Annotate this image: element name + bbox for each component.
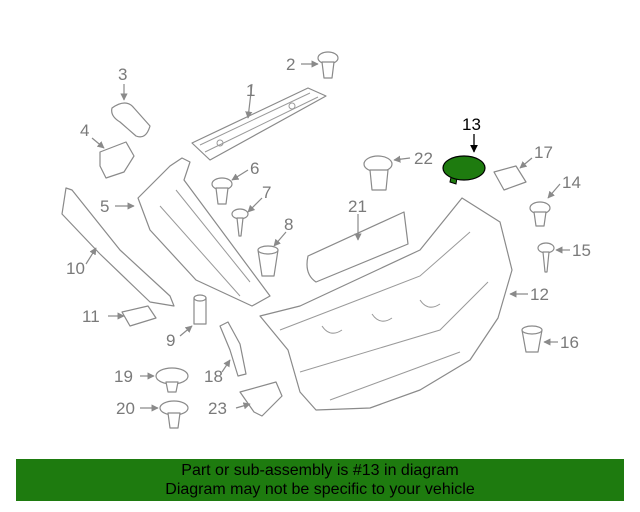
callout-17: 17 bbox=[534, 143, 553, 162]
part-16-nut bbox=[521, 325, 543, 353]
part-12-liftgate-trim-panel bbox=[259, 197, 513, 411]
part-6-grommet bbox=[211, 177, 233, 205]
callout-5: 5 bbox=[100, 197, 109, 216]
callout-2: 2 bbox=[286, 55, 295, 74]
callout-23: 23 bbox=[208, 399, 227, 418]
parts-diagram: 1 2 3 4 5 6 7 8 9 10 11 12 13 14 15 16 1… bbox=[61, 51, 591, 429]
callout-1: 1 bbox=[246, 81, 255, 100]
part-9-pin bbox=[193, 294, 207, 325]
part-14-grommet bbox=[529, 201, 551, 227]
part-3-bracket bbox=[111, 102, 151, 138]
banner-line-2: Diagram may not be specific to your vehi… bbox=[165, 481, 475, 498]
callout-21: 21 bbox=[348, 197, 367, 216]
callout-19: 19 bbox=[114, 367, 133, 386]
part-19-push-clip bbox=[155, 367, 189, 393]
info-banner: Part or sub-assembly is #13 in diagram D… bbox=[16, 459, 624, 501]
part-17-clip bbox=[493, 165, 527, 191]
part-13-highlighted bbox=[442, 155, 486, 185]
callout-3: 3 bbox=[118, 65, 127, 84]
leader-lines bbox=[85, 60, 570, 412]
part-22-grommet bbox=[363, 155, 393, 191]
callout-13: 13 bbox=[462, 115, 481, 134]
part-10-trim-strip bbox=[61, 187, 175, 307]
callout-10: 10 bbox=[66, 259, 85, 278]
callout-14: 14 bbox=[562, 173, 581, 192]
callout-7: 7 bbox=[262, 183, 271, 202]
callout-20: 20 bbox=[116, 399, 135, 418]
part-11-clip bbox=[121, 305, 157, 327]
callout-11: 11 bbox=[82, 307, 100, 326]
callout-8: 8 bbox=[284, 215, 293, 234]
part-1-sill-plate bbox=[191, 87, 327, 161]
part-4-bracket bbox=[99, 141, 135, 179]
part-8-nut bbox=[257, 245, 279, 277]
banner-line-1: Part or sub-assembly is #13 in diagram bbox=[181, 462, 459, 479]
callout-18: 18 bbox=[204, 367, 223, 386]
part-20-push-clip bbox=[159, 400, 189, 429]
part-15-screw bbox=[537, 242, 555, 273]
part-18-trim-piece bbox=[219, 321, 247, 377]
callout-22: 22 bbox=[414, 149, 433, 168]
part-23-cover bbox=[239, 381, 283, 417]
callout-4: 4 bbox=[80, 121, 89, 140]
callout-9: 9 bbox=[166, 331, 175, 350]
callout-6: 6 bbox=[250, 159, 259, 178]
part-7-screw bbox=[231, 208, 249, 237]
callout-12: 12 bbox=[530, 285, 549, 304]
callout-16: 16 bbox=[560, 333, 579, 352]
callout-15: 15 bbox=[572, 241, 591, 260]
part-21-trim-strip bbox=[306, 211, 409, 283]
callout-labels: 1 2 3 4 5 6 7 8 9 10 11 12 13 14 15 16 1… bbox=[66, 55, 591, 418]
part-5-pillar-trim bbox=[137, 157, 271, 307]
part-2-clip bbox=[317, 51, 339, 79]
